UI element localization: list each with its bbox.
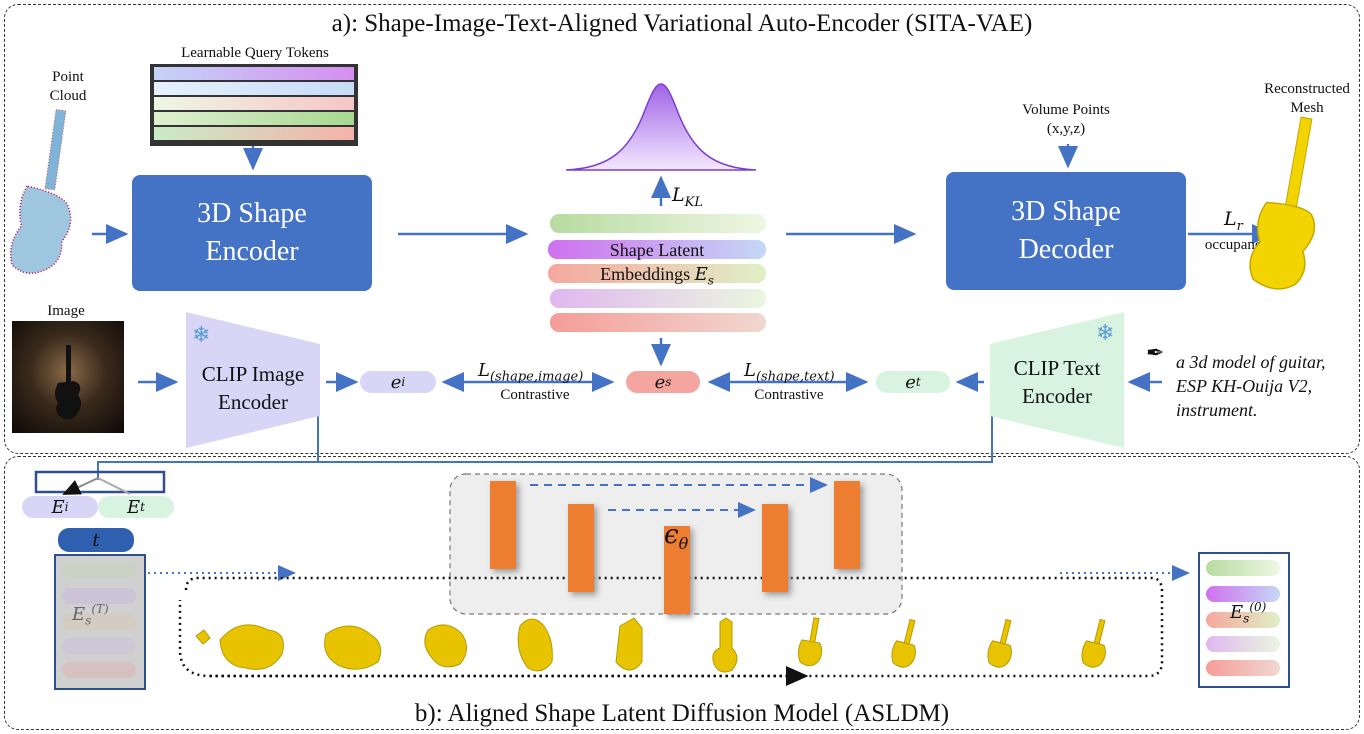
l-shape-text-sub: (shape,text) [755, 369, 835, 385]
occupancy-label: occupancy [1204, 237, 1270, 253]
noisy-latent-label: Es(T) [72, 602, 109, 628]
image-label: Image [47, 303, 85, 319]
e-i-sub: i [401, 375, 406, 389]
l-kl-sub: KL [684, 194, 703, 210]
shape-decoder-label: 3D Shape Decoder [1011, 196, 1121, 265]
latent-E-symbol: E [694, 264, 708, 285]
E-i-sub: i [64, 500, 69, 514]
l-kl-label: LKL [672, 184, 703, 210]
kl-gaussian [565, 83, 757, 171]
clip-text-snow-icon: ❄ [1096, 320, 1115, 345]
l-kl-symbol: L [672, 184, 685, 206]
volume-points-label: Volume Points (x,y,z) [1022, 102, 1110, 137]
E-sT-symbol: E [72, 604, 86, 625]
epsilon-sub: θ [678, 534, 689, 554]
point-cloud-label: Point Cloud [49, 69, 87, 104]
asldm-panel [4, 456, 1360, 730]
shape-decoder-box: 3D Shape Decoder [946, 172, 1186, 290]
latent-bar-5 [550, 313, 766, 332]
E-sT-sup: (T) [91, 602, 109, 616]
e-t-symbol: e [905, 371, 916, 393]
unet-block-5 [834, 481, 860, 569]
epsilon-symbol: ϵ [664, 520, 679, 550]
E-i-symbol: E [51, 496, 65, 518]
recon-mesh-label: Reconstructed Mesh [1264, 81, 1350, 116]
l-shape-text-label: L(shape,text) [744, 360, 835, 385]
denoise-loop [178, 576, 1164, 678]
latent-bar-2 [548, 240, 766, 259]
latent-bar-4 [550, 289, 766, 308]
clip-text-label: CLIP Text Encoder [1013, 356, 1101, 408]
text-caption: a 3d model of guitar, ESP KH-Ouija V2, i… [1176, 352, 1326, 420]
guitar-photo [12, 321, 124, 433]
sita-vae-title: a): Shape-Image-Text-Aligned Variational… [331, 10, 1033, 37]
l-shape-text-symbol: L [744, 360, 756, 381]
latent-E-sub: s [707, 273, 714, 288]
noisy-latent-box: Es(T) [54, 554, 146, 690]
l-shape-image-sub: (shape,image) [489, 369, 584, 385]
clip-image-label: CLIP Image Encoder [201, 362, 305, 414]
clean-latent-box: Es(0) [1198, 552, 1290, 688]
contrastive-right-label: Contrastive [754, 387, 824, 403]
latent-bar-1 [550, 214, 766, 233]
l-r-symbol: L [1224, 208, 1237, 230]
l-shape-image-symbol: L [478, 360, 490, 381]
e-s-symbol: e [654, 371, 666, 393]
E-s0-sub: s [1243, 611, 1250, 626]
latent-line2: Embeddings Es [548, 264, 766, 291]
e-t-sub: t [915, 375, 921, 389]
latent-line1: Shape Latent [609, 240, 705, 260]
l-r-sub: r [1236, 218, 1243, 234]
timestep-pill: t [58, 528, 134, 552]
clip-image-snow-icon: ❄ [192, 322, 211, 347]
shape-encoder-box: 3D Shape Encoder [132, 175, 372, 291]
unet-block-3 [664, 526, 690, 614]
E-s0-sup: (0) [1249, 600, 1267, 614]
e-i-symbol: e [390, 371, 402, 393]
quill-icon: ✒ [1146, 340, 1165, 365]
query-tokens-label: Learnable Query Tokens [181, 45, 329, 61]
clean-latent-label: Es(0) [1230, 600, 1266, 626]
contrastive-left-label: Contrastive [500, 387, 570, 403]
e-s-sub: s [665, 375, 672, 389]
cond-select-box [34, 470, 166, 494]
cliptext-to-cond-line [318, 414, 993, 463]
asldm-title: b): Aligned Shape Latent Diffusion Model… [414, 700, 950, 727]
unet-block-2 [568, 504, 594, 592]
latent-bar-3 [548, 264, 766, 283]
E-t-symbol: E [127, 496, 141, 518]
epsilon-theta-label: ϵθ [664, 520, 688, 553]
query-tokens [150, 64, 358, 146]
E-s0-symbol: E [1230, 602, 1244, 623]
unet-block-4 [762, 504, 788, 592]
sita-vae-panel [4, 4, 1360, 454]
l-r-label: Lr [1224, 208, 1243, 234]
timestep-symbol: t [92, 529, 100, 551]
shape-encoder-label: 3D Shape Encoder [197, 198, 307, 267]
E-sT-sub: s [85, 613, 92, 628]
l-shape-image-label: L(shape,image) [478, 360, 583, 385]
E-t-sub: t [140, 500, 145, 514]
unet-block-1 [490, 481, 516, 569]
latent-line2-text: Embeddings [600, 264, 691, 284]
